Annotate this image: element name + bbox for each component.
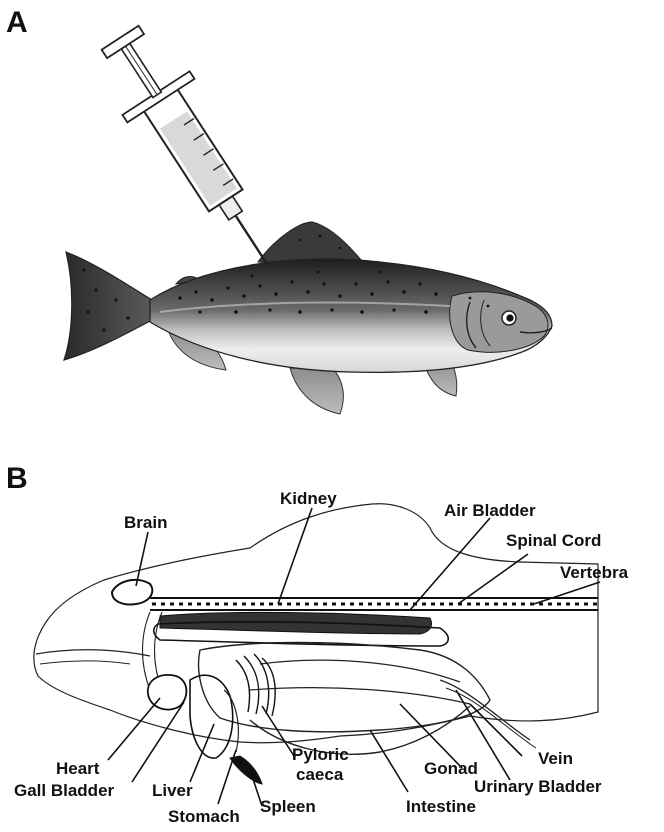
label-intestine: Intestine [406,797,476,816]
label-stomach: Stomach [168,807,240,826]
label-air-bladder: Air Bladder [444,501,536,520]
syringe-illustration [87,16,301,286]
trout-illustration [64,222,552,414]
label-vein: Vein [538,749,573,768]
label-caeca: caeca [296,765,344,784]
label-spinal-cord: Spinal Cord [506,531,601,550]
panel-b-letter: B [6,462,28,495]
label-liver: Liver [152,781,193,800]
label-gonad: Gonad [424,759,478,778]
label-gall-bladder: Gall Bladder [14,781,115,800]
label-heart: Heart [56,759,100,778]
leader-lines [108,508,600,806]
label-urinary-bladder: Urinary Bladder [474,777,602,796]
label-brain: Brain [124,513,167,532]
label-kidney: Kidney [280,489,337,508]
panel-a-letter: A [6,6,28,39]
label-pyloric: Pyloric [292,745,349,764]
label-spleen: Spleen [260,797,316,816]
label-vertebra: Vertebra [560,563,629,582]
